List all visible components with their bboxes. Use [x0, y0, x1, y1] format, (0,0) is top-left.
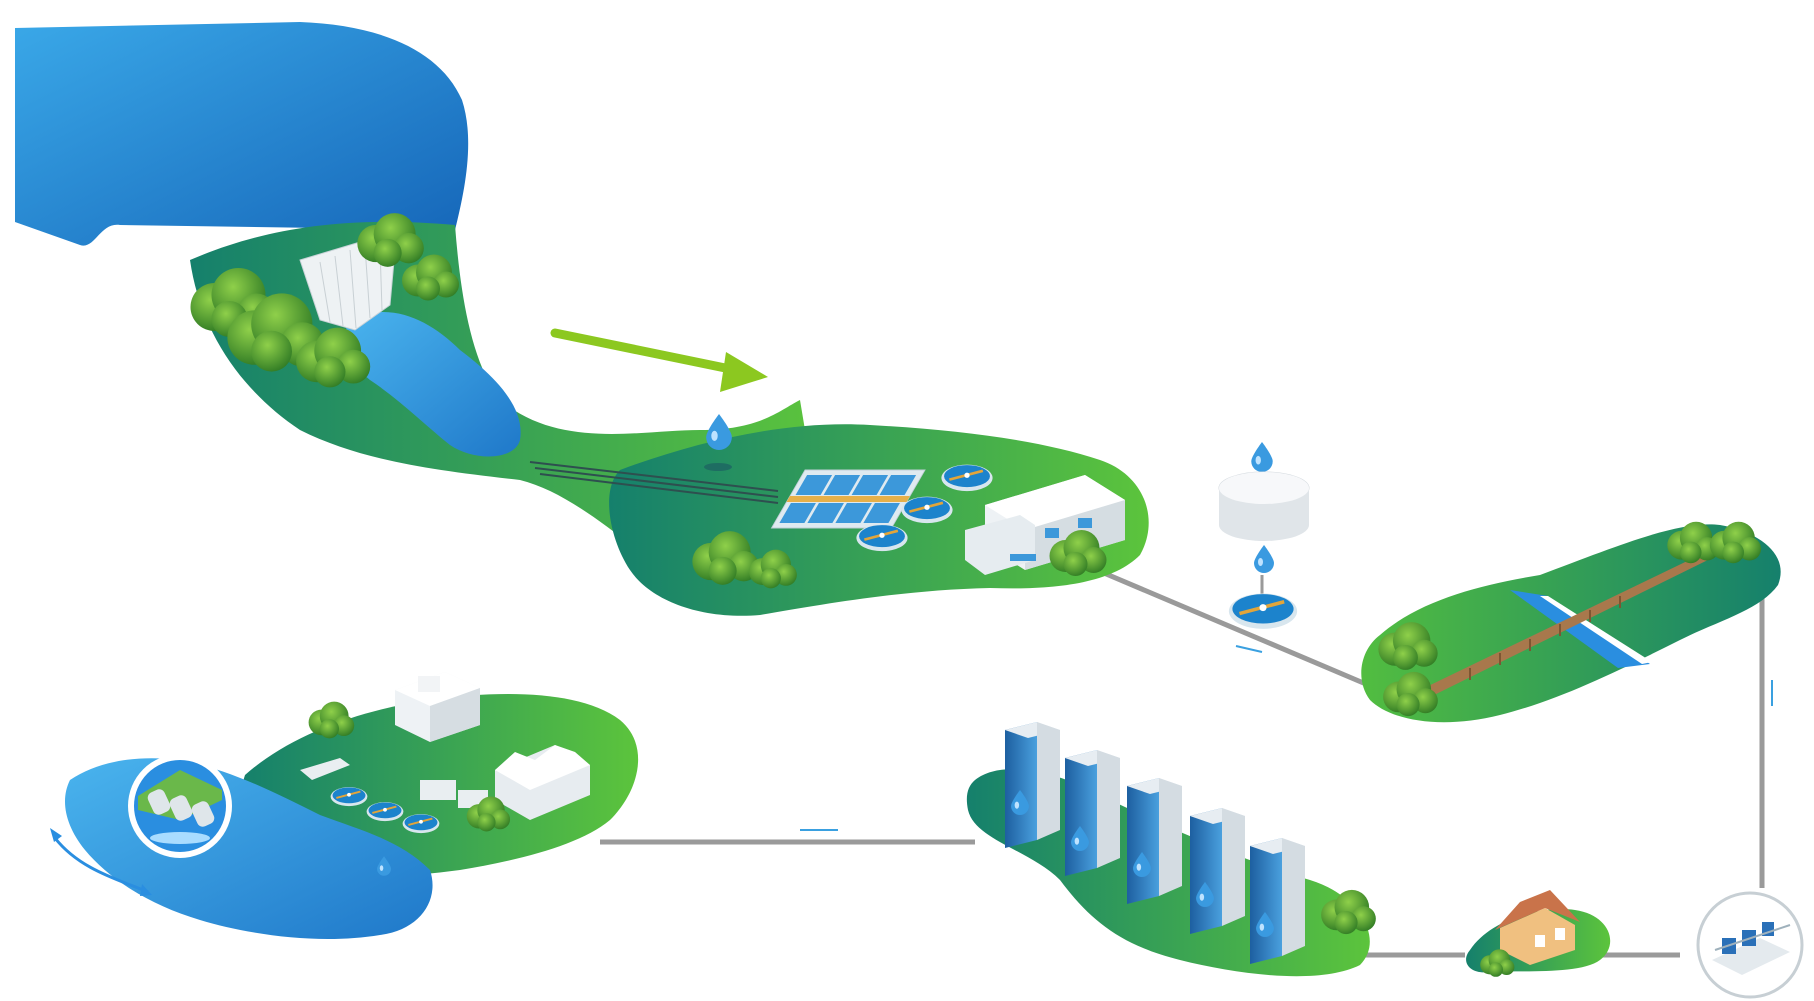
- water-drop-icon: [1254, 545, 1274, 573]
- intake-pipes: [529, 461, 779, 504]
- tower-5: [1250, 838, 1305, 964]
- water-drop-icon: [1251, 442, 1273, 472]
- tower-1: [1005, 722, 1060, 848]
- clarifier-icon: [366, 801, 404, 822]
- flow-arrow-icon: [1235, 645, 1263, 653]
- outfall: [128, 754, 232, 858]
- reservoir-lake: [15, 22, 469, 246]
- wastewater-buildings: [300, 672, 590, 820]
- pipe-plant-to-bridge: [1084, 562, 1381, 693]
- filter-basin: [770, 469, 926, 529]
- flow-direction-arrow: [550, 328, 768, 392]
- tower-2: [1065, 750, 1120, 876]
- clarifier-icon: [1229, 594, 1297, 629]
- tower-4: [1190, 808, 1245, 934]
- pumping-station: [1696, 891, 1804, 999]
- river-pool: [345, 311, 521, 457]
- house: [1466, 890, 1611, 977]
- clarifier-icon: [330, 786, 368, 807]
- bridge-deck: [1420, 550, 1716, 698]
- drop-shadow: [704, 463, 732, 471]
- canal-water: [1510, 590, 1650, 668]
- water-treatment-plant: [529, 414, 1149, 616]
- clarifier-icon: [402, 813, 440, 834]
- pipe-network: [600, 562, 1765, 958]
- bridge-aqueduct: [1361, 521, 1781, 723]
- tree-icon: [308, 701, 355, 739]
- clarifier-icon: [940, 463, 994, 492]
- water-drop-icon: [706, 414, 732, 450]
- clarifier-icon: [855, 523, 909, 552]
- storage-tank: [1218, 442, 1310, 629]
- outfall-arrow: [53, 837, 149, 894]
- city-towers: [966, 722, 1376, 977]
- clarifier-icon: [900, 495, 954, 524]
- tower-3: [1127, 778, 1182, 904]
- wastewater-treatment-plant: [50, 672, 639, 940]
